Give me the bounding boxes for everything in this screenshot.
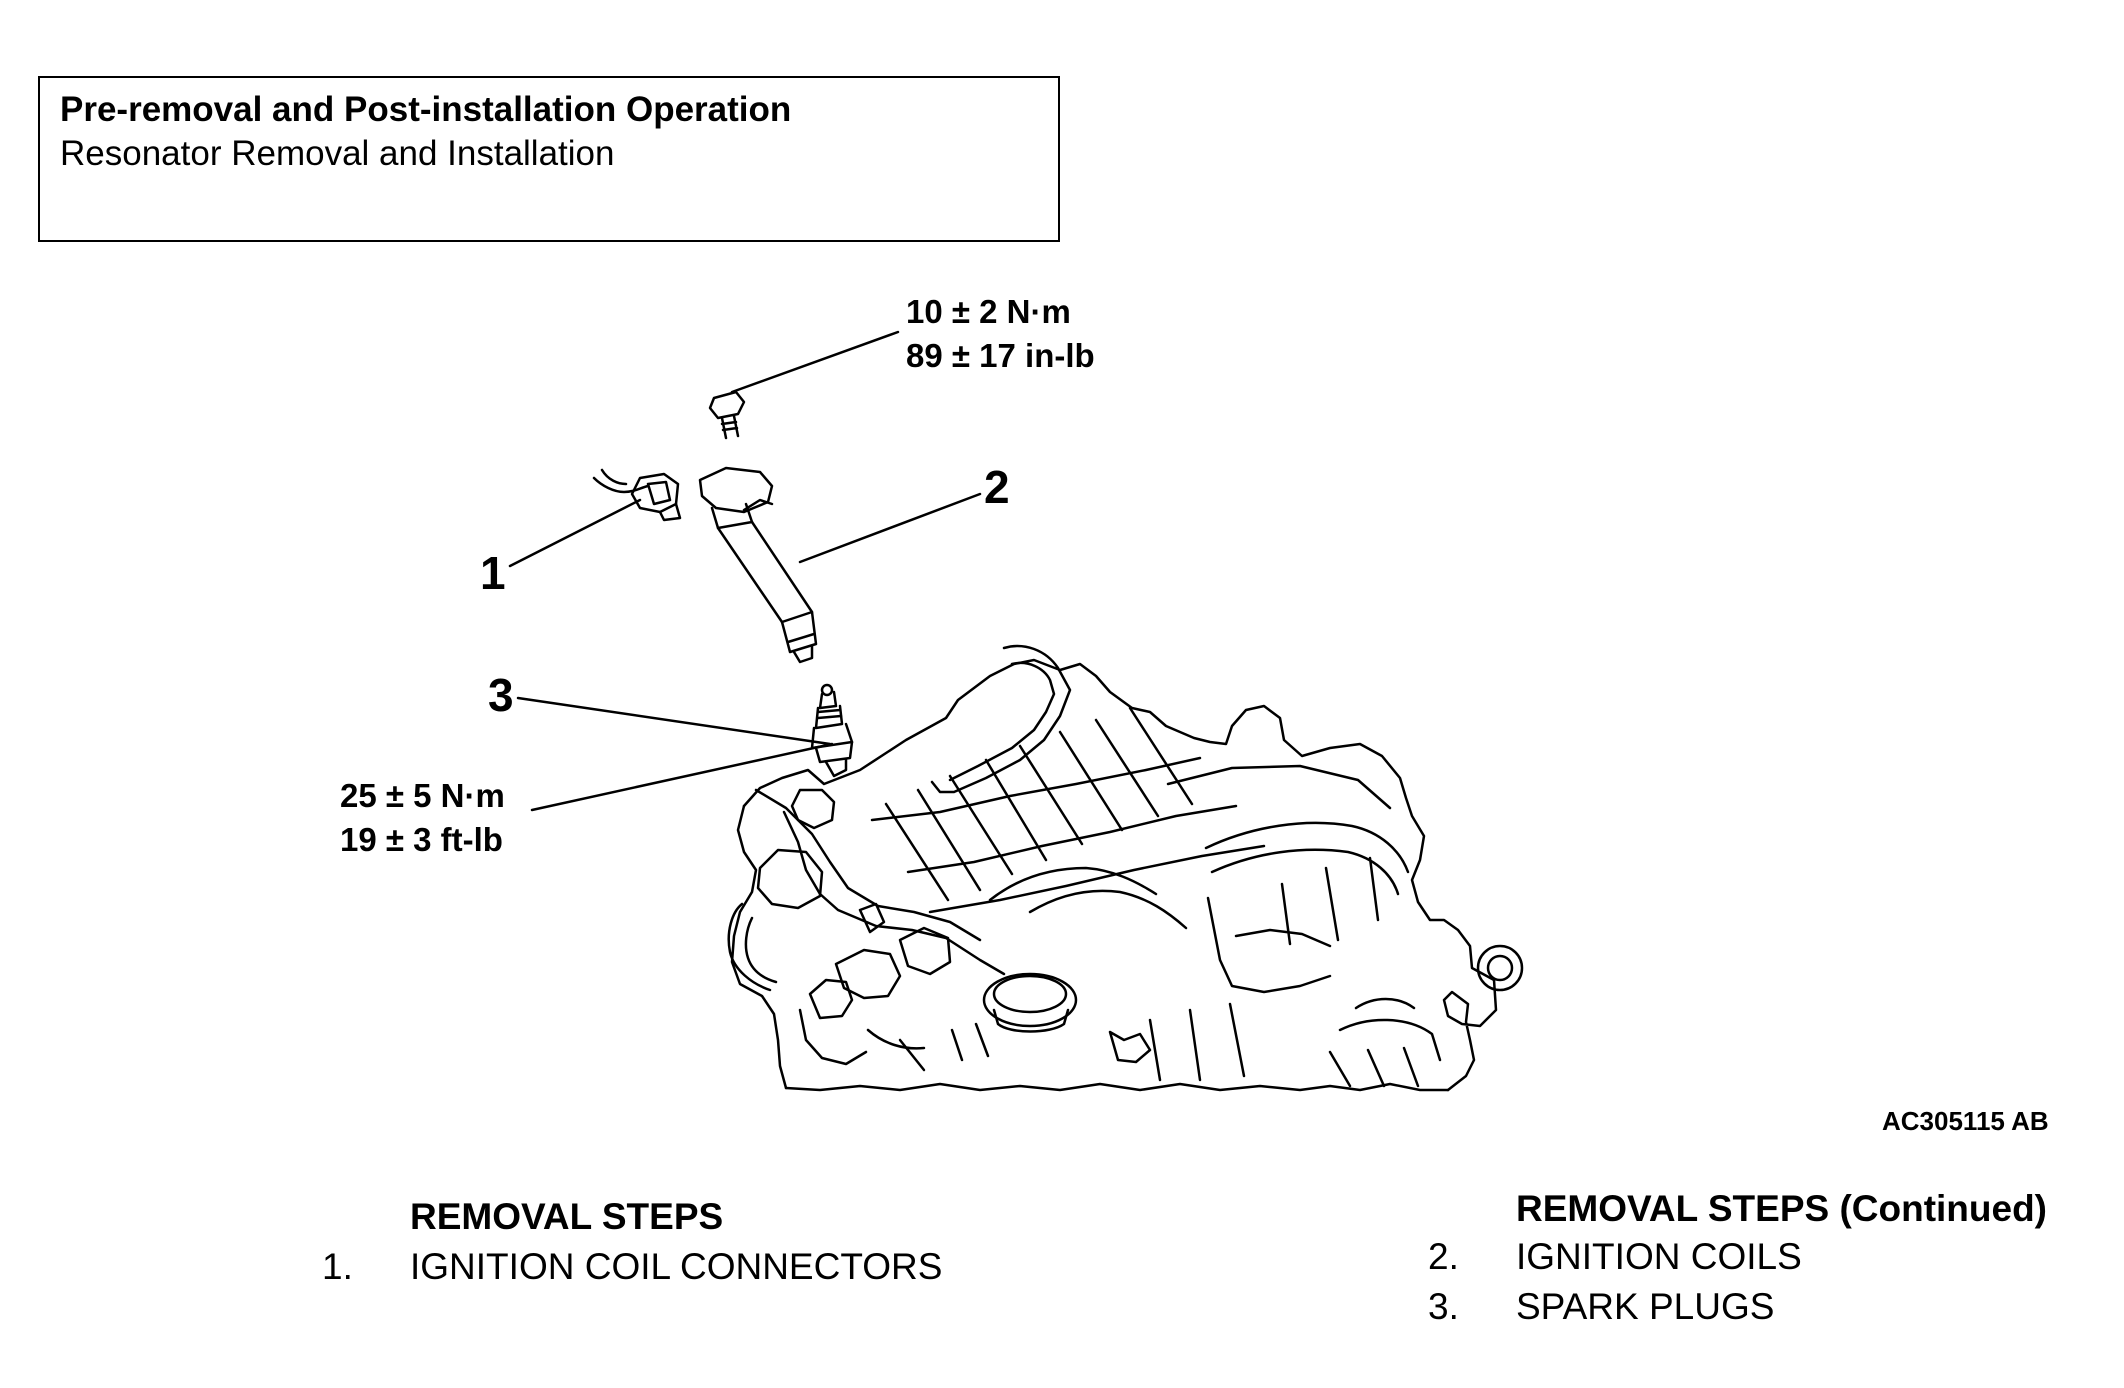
engine-block-outline (727, 644, 1524, 1092)
callout-1: 1 (480, 547, 506, 599)
coil-bolt-torque: 10 ± 2 N·m 89 ± 17 in-lb (906, 290, 1095, 378)
coil-connector-part (592, 468, 682, 522)
removal-step-number: 1. (322, 1246, 353, 1287)
operation-header-box: Pre-removal and Post-installation Operat… (38, 76, 1060, 242)
leader-coil-bolt-torque (730, 330, 900, 394)
coil-bolt-torque-metric: 10 ± 2 N·m (906, 293, 1071, 330)
spark-plug-part (810, 683, 854, 778)
removal-step-number: 3. (1428, 1286, 1459, 1327)
spark-plug-torque: 25 ± 5 N·m 19 ± 3 ft-lb (340, 774, 505, 862)
operation-title: Pre-removal and Post-installation Operat… (60, 90, 792, 129)
removal-step-label: SPARK PLUGS (1516, 1286, 1775, 1327)
leader-spark-plug-torque (530, 742, 834, 812)
coil-bolt-part (708, 390, 746, 440)
removal-step-label: IGNITION COIL CONNECTORS (410, 1246, 943, 1287)
callout-3: 3 (488, 669, 514, 721)
removal-steps-continued-heading: REMOVAL STEPS (Continued) (1516, 1188, 2048, 1229)
spark-plug-torque-metric: 25 ± 5 N·m (340, 777, 505, 814)
removal-step-number: 2. (1428, 1236, 1459, 1277)
callout-2: 2 (984, 461, 1010, 513)
leader-callout-1 (508, 498, 642, 568)
operation-subtitle: Resonator Removal and Installation (60, 134, 615, 173)
removal-steps-heading: REMOVAL STEPS (410, 1196, 724, 1237)
figure-id: AC305115 AB (1882, 1106, 2049, 1136)
ignition-coil-part (698, 466, 818, 664)
coil-bolt-torque-imperial: 89 ± 17 in-lb (906, 337, 1095, 374)
spark-plug-torque-imperial: 19 ± 3 ft-lb (340, 821, 503, 858)
leader-callout-2 (798, 492, 982, 564)
leader-callout-3 (516, 696, 832, 746)
removal-step-label: IGNITION COILS (1516, 1236, 1802, 1277)
